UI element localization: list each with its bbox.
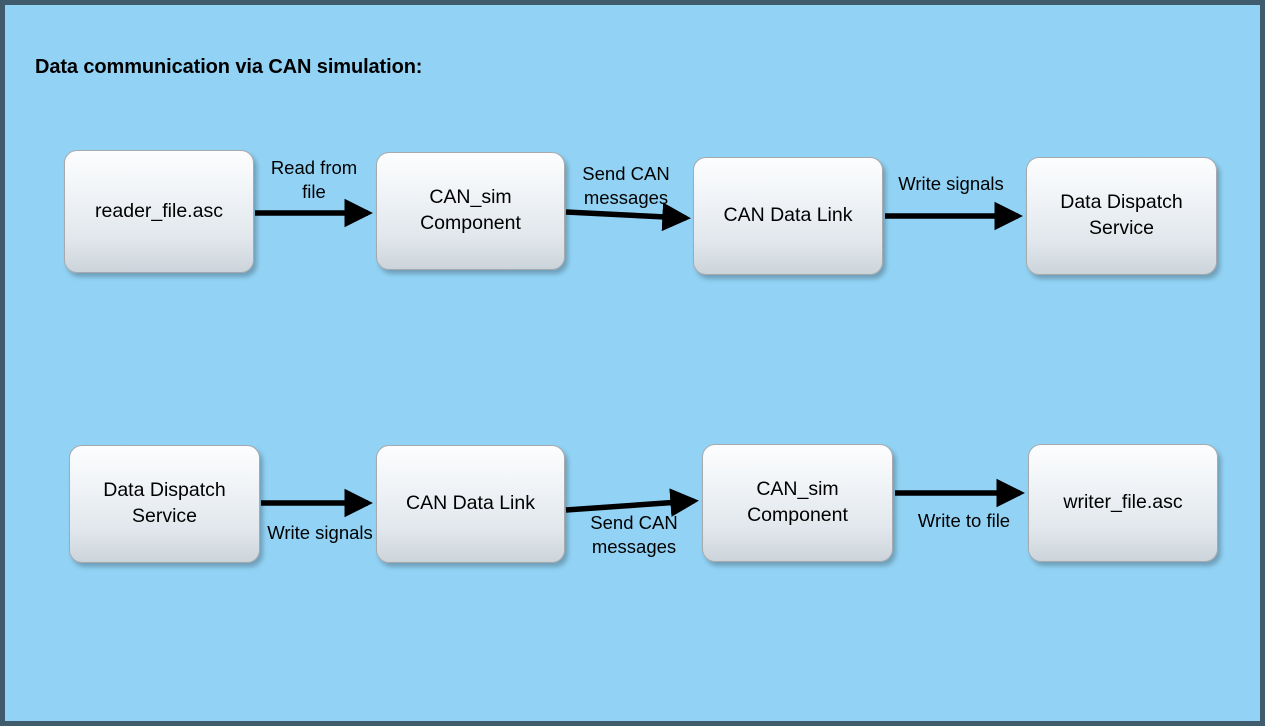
node-reader-file[interactable]: reader_file.asc	[64, 150, 254, 273]
node-label: Data Dispatch Service	[103, 479, 226, 527]
node-writer-file[interactable]: writer_file.asc	[1028, 444, 1218, 562]
node-label: reader_file.asc	[95, 199, 223, 222]
edge-label-write-signals-1: Write signals	[898, 173, 1004, 194]
node-label: CAN Data Link	[723, 204, 853, 227]
node-can-sim-component-1[interactable]: CAN_sim Component	[376, 152, 565, 270]
node-data-dispatch-service-1[interactable]: Data Dispatch Service	[1026, 157, 1217, 275]
edge-label-write-to-file: Write to file	[917, 510, 1011, 531]
arrow-send-can-messages-1	[565, 202, 691, 232]
edge-label-send-can-messages-1: Send CAN messages	[582, 163, 670, 209]
arrow-send-can-messages-2	[565, 488, 699, 517]
node-label: CAN_sim Component	[420, 186, 521, 234]
node-can-data-link-1[interactable]: CAN Data Link	[693, 157, 883, 275]
node-can-data-link-2[interactable]: CAN Data Link	[376, 445, 565, 563]
node-label: writer_file.asc	[1063, 491, 1183, 514]
arrow-layer	[255, 198, 1025, 518]
node-label: CAN Data Link	[406, 492, 535, 515]
edge-label-send-can-messages-2: Send CAN messages	[590, 512, 678, 558]
node-can-sim-component-2[interactable]: CAN_sim Component	[702, 444, 893, 562]
node-label: CAN_sim Component	[747, 478, 848, 526]
node-data-dispatch-service-2[interactable]: Data Dispatch Service	[69, 445, 260, 563]
edge-label-write-signals-2: Write signals	[267, 522, 373, 543]
edge-label-read-from-file: Read from file	[270, 157, 358, 203]
page-title: Data communication via CAN simulation:	[35, 56, 423, 78]
node-label: Data Dispatch Service	[1060, 191, 1183, 239]
